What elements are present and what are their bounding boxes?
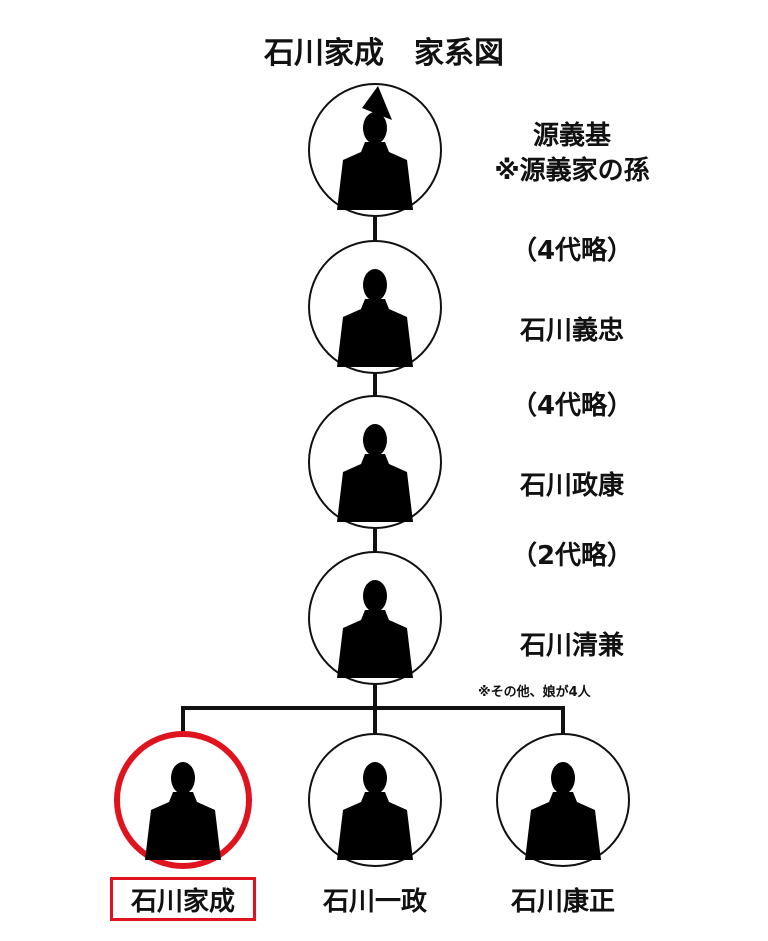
portrait-4 (308, 551, 442, 685)
ancestor-name: 石川義忠 (519, 316, 624, 346)
portrait-3 (308, 395, 442, 529)
child-name-highlighted: 石川家成 (130, 887, 235, 917)
child-name: 石川康正 (510, 887, 615, 917)
ancestor-note: ※源義家の孫 (494, 156, 650, 186)
ancestor-name: 源義基 (532, 121, 611, 151)
portrait-child-1 (114, 731, 252, 869)
child-name: 石川一政 (322, 887, 427, 917)
portrait-child-2 (308, 733, 442, 867)
parent-name: 石川清兼 (519, 631, 624, 661)
children-note: ※その他、娘が4人 (478, 685, 591, 700)
omitted-generations: （4代略） (510, 391, 634, 421)
ancestor-name: 石川政康 (519, 471, 624, 501)
omitted-generations: （4代略） (510, 236, 634, 266)
portrait-child-3 (496, 733, 630, 867)
omitted-generations: （2代略） (510, 541, 634, 571)
page-title: 石川家成 家系図 (264, 36, 504, 71)
highlight-box (110, 877, 256, 921)
portrait-1 (308, 83, 442, 217)
portrait-2 (308, 240, 442, 374)
